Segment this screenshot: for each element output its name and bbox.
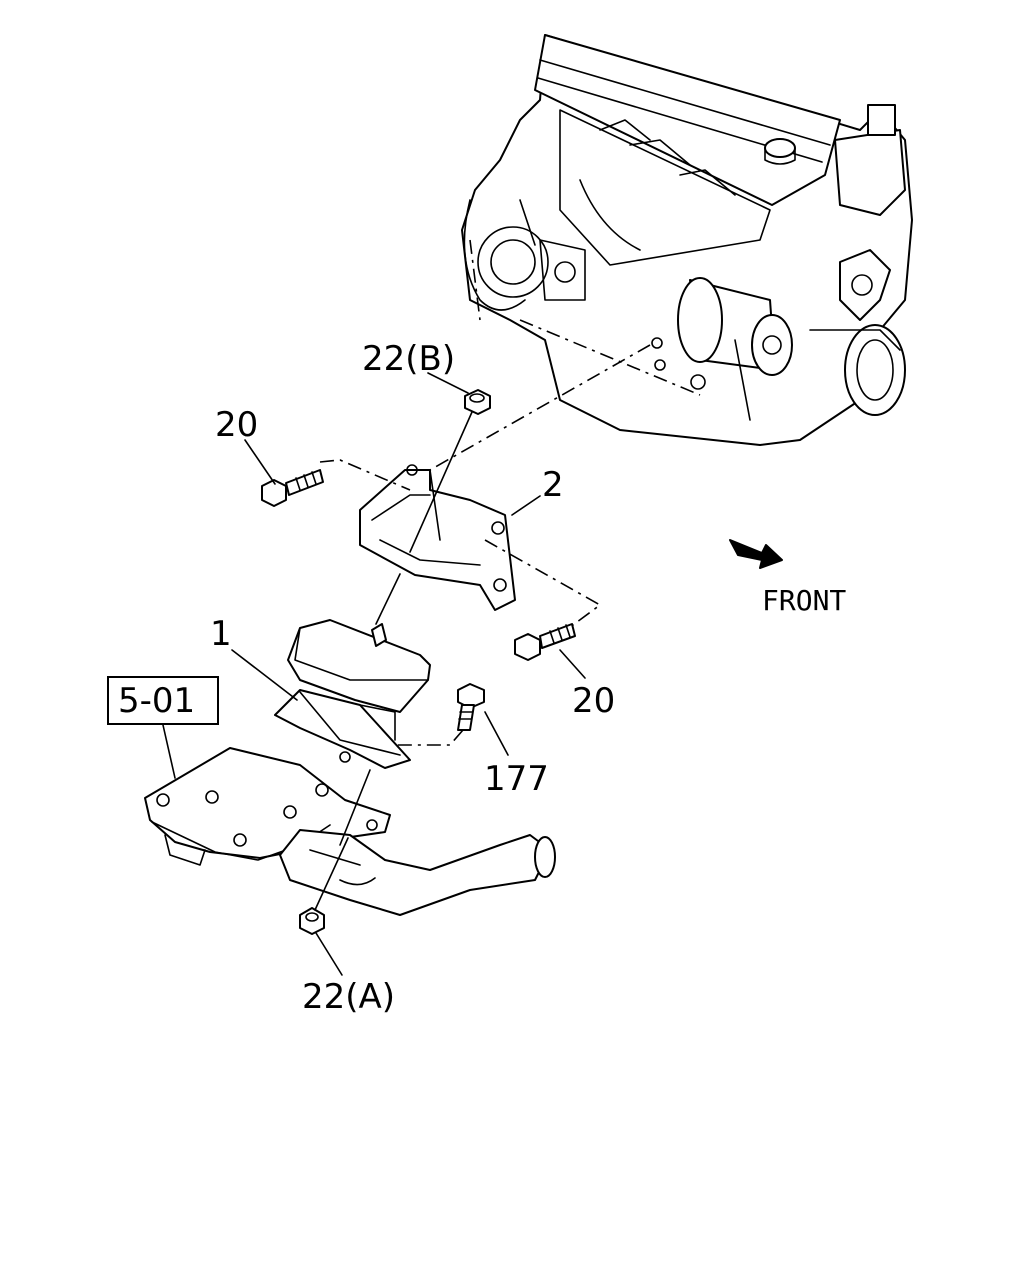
nut-22b <box>464 389 491 415</box>
label-22b: 22(B) <box>362 339 455 379</box>
nut-22a <box>299 907 325 935</box>
front-arrow-icon <box>729 539 783 569</box>
label-22a: 22(A) <box>302 977 395 1017</box>
engine-mount-rubber <box>274 619 431 769</box>
assembly-lines <box>319 344 651 746</box>
bolt-20-right <box>514 623 576 661</box>
label-1: 1 <box>210 614 232 654</box>
label-20-right: 20 <box>572 681 615 721</box>
engine-bracket <box>359 464 516 611</box>
label-177: 177 <box>484 759 549 799</box>
label-front: FRONT <box>762 584 846 617</box>
bolt-177 <box>457 683 485 731</box>
label-2: 2 <box>542 465 564 505</box>
label-20-top: 20 <box>215 405 258 445</box>
label-ref-5-01: 5-01 <box>118 681 195 721</box>
reference-box <box>107 676 219 725</box>
engine-assembly <box>461 34 913 446</box>
leader-lines <box>162 372 586 976</box>
frame-crossmember-tube <box>279 829 556 916</box>
bolt-20-top <box>261 469 324 507</box>
